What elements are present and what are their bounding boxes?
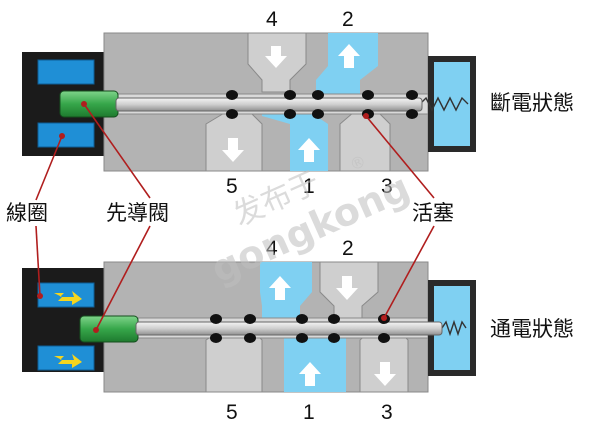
spring-chamber: [434, 62, 470, 146]
pilot-valve-off: [59, 90, 119, 118]
flow-arrows-on: [269, 276, 396, 386]
o-ring: [328, 314, 340, 324]
energized-icon: [54, 354, 82, 368]
arrow-up-icon: [269, 276, 291, 300]
leader-dot: [363, 113, 369, 119]
spring: [441, 319, 467, 337]
state-off-label: 斷電狀態: [490, 91, 574, 115]
air-passage-1: [250, 326, 346, 392]
callouts: 線圈 先導閥 活塞: [6, 101, 454, 333]
air-passage-4: [260, 262, 312, 320]
watermark-reg: ®: [347, 151, 369, 175]
coil-block-upper: [37, 59, 95, 85]
state-on-label: 通電狀態: [490, 317, 574, 341]
leader-dot: [37, 293, 43, 299]
o-ring: [226, 109, 238, 119]
leader-dot: [93, 327, 99, 333]
leader-coil-bottom: [35, 225, 41, 297]
leader-piston-bottom: [383, 225, 435, 319]
port-3-label: 3: [381, 175, 393, 198]
port-1-label: 1: [303, 401, 315, 424]
leader-coil-top: [35, 135, 63, 201]
leader-dot: [381, 315, 387, 321]
coil-block-upper: [37, 282, 95, 308]
o-rings-off: [226, 90, 418, 119]
spring: [419, 96, 469, 112]
port-5-label: 5: [226, 401, 238, 424]
o-ring: [296, 314, 308, 324]
o-ring: [226, 90, 238, 100]
flow-arrows-off: [222, 44, 360, 162]
arrow-down-icon: [265, 46, 287, 68]
valve-on: 4 2 5 1 3 通電狀態: [22, 237, 574, 424]
coil-block-lower: [37, 345, 95, 371]
leader-piston-top: [365, 115, 435, 199]
coil-label: 線圈: [6, 201, 48, 225]
port-4-label: 4: [266, 8, 278, 31]
o-ring: [284, 90, 296, 100]
arrow-down-icon: [336, 276, 358, 300]
piston-label: 活塞: [412, 201, 454, 225]
port-3-label: 3: [381, 401, 393, 424]
pilot-valve-on: [79, 315, 139, 343]
leader-pilot-top: [83, 103, 151, 199]
arrow-up-icon: [298, 138, 320, 162]
pilot-valve-label: 先導閥: [106, 201, 169, 225]
arrow-down-icon: [374, 362, 396, 386]
o-ring: [406, 90, 418, 100]
coil-block-lower: [37, 122, 95, 148]
arrow-down-icon: [222, 138, 244, 162]
leader-pilot-bottom: [95, 225, 151, 331]
piston-rod-on: [135, 321, 443, 336]
port-2-label: 2: [342, 8, 354, 31]
o-ring: [406, 109, 418, 119]
o-ring: [244, 333, 256, 343]
port-5-label: 5: [226, 175, 238, 198]
port-4-label: 4: [266, 237, 278, 260]
piston-rod-off: [115, 97, 423, 112]
leader-dot: [59, 133, 65, 139]
o-ring: [362, 90, 374, 100]
o-ring: [312, 90, 324, 100]
o-ring: [378, 333, 390, 343]
energized-icon: [54, 291, 82, 305]
o-ring: [284, 109, 296, 119]
valve-off: 4 2 5 1 3 斷電狀態: [22, 8, 574, 198]
arrow-up-icon: [299, 362, 321, 386]
o-ring: [210, 314, 222, 324]
o-rings-on: [210, 314, 390, 343]
o-ring: [296, 333, 308, 343]
leader-dot: [81, 101, 87, 107]
o-ring: [210, 333, 222, 343]
arrow-up-icon: [338, 44, 360, 68]
o-ring: [244, 314, 256, 324]
o-ring: [328, 333, 340, 343]
port-1-label: 1: [303, 175, 315, 198]
o-ring: [312, 109, 324, 119]
port-2-label: 2: [342, 237, 354, 260]
